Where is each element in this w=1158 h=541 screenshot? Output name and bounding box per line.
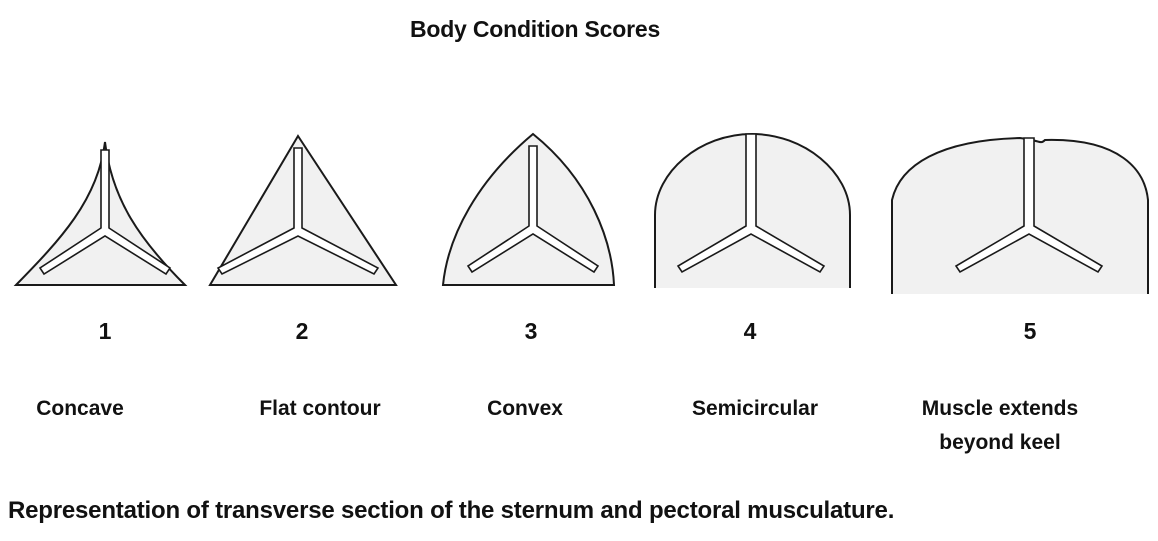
cross-section-score-3 — [443, 134, 614, 285]
score-number-2: 2 — [282, 318, 322, 345]
score-number-1: 1 — [85, 318, 125, 345]
score-number-4: 4 — [730, 318, 770, 345]
cross-section-score-1 — [16, 142, 185, 285]
score-label-4: Semicircular — [660, 392, 850, 426]
cross-section-score-2 — [210, 136, 396, 285]
score-label-2: Flat contour — [230, 392, 410, 426]
figure-caption: Representation of transverse section of … — [8, 497, 894, 525]
score-label-5: Muscle extends beyond keel — [890, 392, 1110, 460]
cross-section-score-5 — [892, 138, 1148, 294]
cross-section-score-4 — [655, 134, 850, 288]
score-label-1: Concave — [10, 392, 150, 426]
score-number-3: 3 — [511, 318, 551, 345]
score-number-5: 5 — [1010, 318, 1050, 345]
score-label-3: Convex — [460, 392, 590, 426]
